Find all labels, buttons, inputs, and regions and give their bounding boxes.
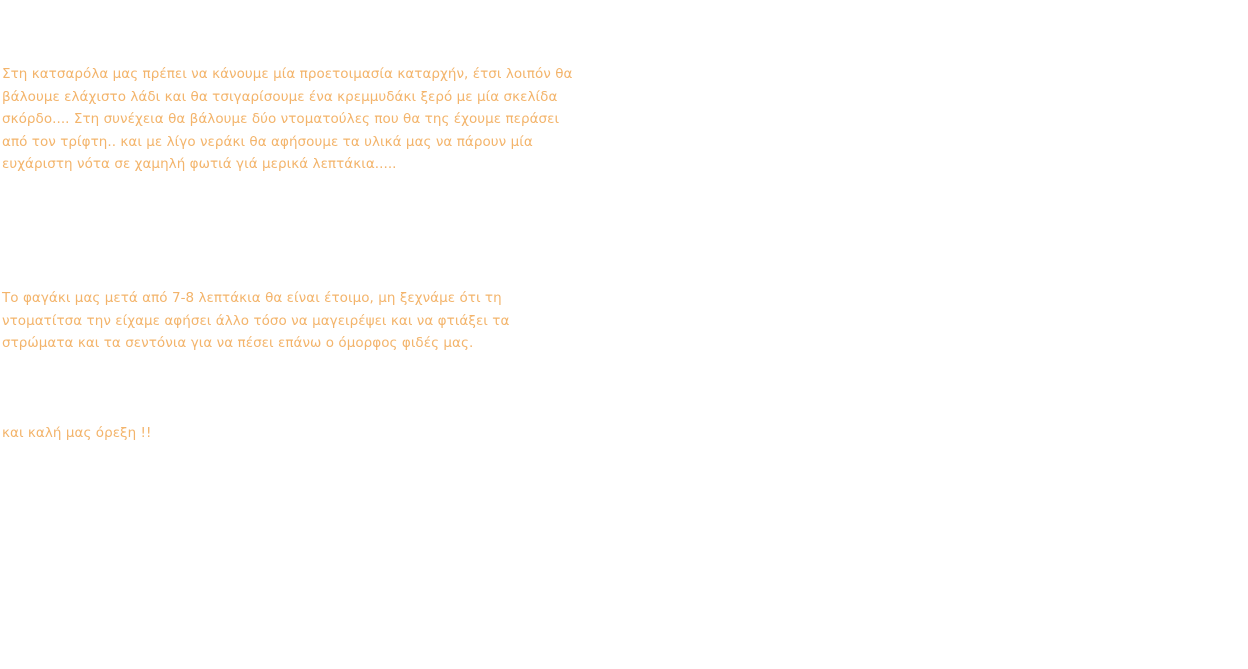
paragraph-closing: και καλή μας όρεξη !!: [2, 425, 152, 441]
paragraph-finishing: Το φαγάκι μας μετά από 7-8 λεπτάκια θα ε…: [2, 290, 510, 351]
paragraph-preparation: Στη κατσαρόλα μας πρέπει να κάνουμε μία …: [2, 66, 573, 172]
